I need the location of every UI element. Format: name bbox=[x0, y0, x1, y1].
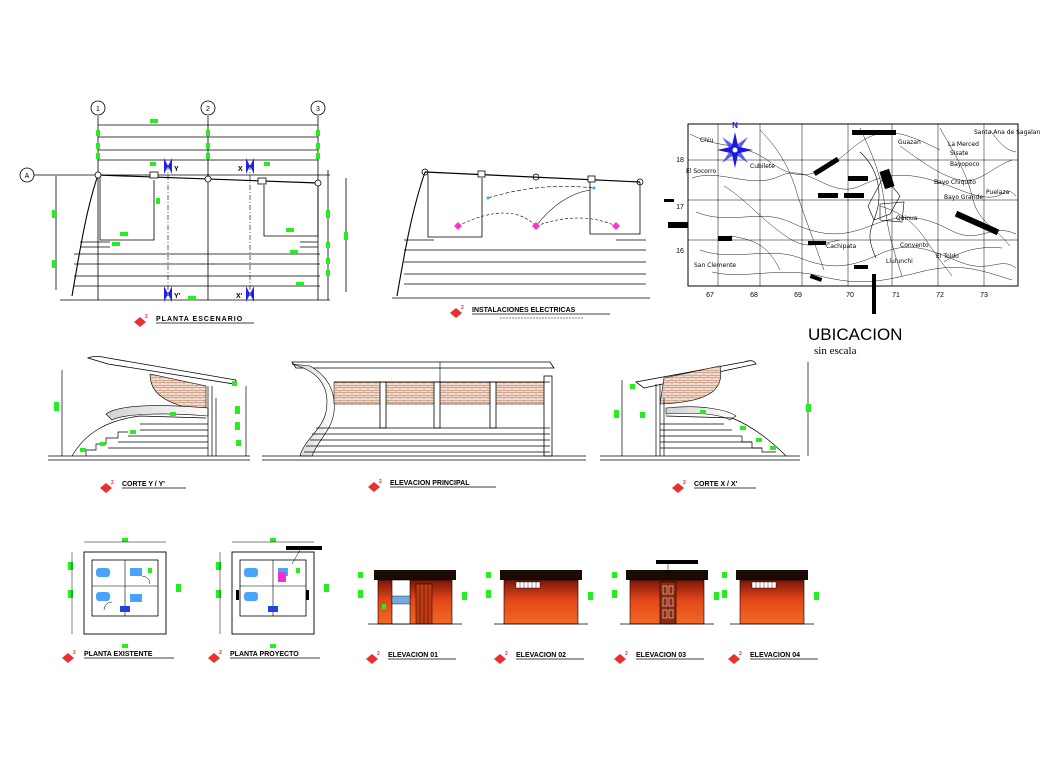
place-san-clemente: San Clemente bbox=[694, 262, 736, 269]
title-stage-plan-text: PLANTA ESCENARIO bbox=[156, 316, 243, 323]
place-guazan: Guazan bbox=[898, 139, 921, 146]
svg-text:2: 2 bbox=[145, 314, 148, 320]
svg-text:2: 2 bbox=[683, 480, 686, 486]
lamp-markers bbox=[454, 222, 620, 230]
section-yy bbox=[48, 356, 250, 461]
place-puelaza: Puelaza bbox=[986, 189, 1010, 196]
title-elevation-04: 2 ELEVACION 04 bbox=[728, 651, 818, 664]
svg-text:2: 2 bbox=[379, 479, 382, 485]
place-bayo-grande: Bayo Grande bbox=[944, 194, 983, 201]
grid-label-a: A bbox=[25, 173, 30, 180]
section-mark-x: X bbox=[238, 166, 243, 173]
title-section-xx: 2 CORTE X / X' bbox=[672, 480, 756, 493]
plan-project bbox=[216, 538, 329, 648]
map-y-tick-17: 17 bbox=[676, 204, 684, 211]
title-section-yy-text: CORTE Y / Y' bbox=[122, 481, 165, 488]
title-main-elevation: 2 ELEVACION PRINCIPAL bbox=[368, 479, 496, 492]
map-x-tick-69: 69 bbox=[794, 292, 802, 299]
grid-label-1: 1 bbox=[96, 106, 100, 113]
title-electrical: 2 INSTALACIONES ELECTRICAS bbox=[450, 305, 610, 319]
place-cubilete: Cubilete bbox=[750, 163, 775, 170]
location-title: UBICACION bbox=[808, 325, 902, 344]
map-x-tick-72: 72 bbox=[936, 292, 944, 299]
svg-text:2: 2 bbox=[505, 651, 508, 657]
place-sisate: Sisate bbox=[950, 150, 969, 157]
north-star-icon bbox=[717, 132, 753, 168]
elevation-02 bbox=[486, 570, 593, 625]
grid-bubble-1 bbox=[90, 100, 106, 116]
grid-label-3: 3 bbox=[316, 106, 320, 113]
place-el-socorro: El Socorro bbox=[686, 168, 717, 175]
map-x-tick-68: 68 bbox=[750, 292, 758, 299]
svg-text:2: 2 bbox=[625, 651, 628, 657]
elevation-01 bbox=[358, 570, 467, 625]
title-section-xx-text: CORTE X / X' bbox=[694, 481, 738, 488]
place-bayopoco: Bayopoco bbox=[950, 161, 980, 168]
place-cachipata: Cachipata bbox=[826, 243, 856, 250]
north-label: N bbox=[732, 121, 738, 130]
section-mark-y-prime: Y' bbox=[174, 293, 181, 300]
place-llulunchi: Llulunchi bbox=[886, 258, 913, 265]
location-map: N Chiu El Socorro Cubilete Guazan Santa … bbox=[664, 121, 1040, 357]
section-mark-y: Y bbox=[174, 166, 179, 173]
title-plan-existing-text: PLANTA EXISTENTE bbox=[84, 651, 153, 658]
map-x-tick-71: 71 bbox=[892, 292, 900, 299]
title-elevation-01: 2 ELEVACION 01 bbox=[366, 651, 456, 664]
title-elevation-03-text: ELEVACION 03 bbox=[636, 652, 686, 659]
place-el-toldo: El Toldo bbox=[936, 253, 959, 260]
place-santa-ana: Santa Ana de Sagalan bbox=[974, 129, 1040, 136]
title-electrical-text: INSTALACIONES ELECTRICAS bbox=[472, 307, 576, 314]
title-elevation-04-text: ELEVACION 04 bbox=[750, 652, 800, 659]
svg-text:2: 2 bbox=[739, 651, 742, 657]
title-stage-plan: 2 PLANTA ESCENARIO bbox=[134, 314, 254, 327]
place-bayo-chico: Bayo Chiquito bbox=[934, 179, 976, 186]
dimension-markers bbox=[52, 119, 348, 300]
place-chiu: Chiu bbox=[700, 137, 714, 144]
map-x-tick-67: 67 bbox=[706, 292, 714, 299]
elevation-03 bbox=[612, 560, 719, 625]
title-plan-project: 2 PLANTA PROYECTO bbox=[208, 650, 320, 663]
place-quinua: Quinua bbox=[896, 215, 918, 222]
map-x-tick-70: 70 bbox=[846, 292, 854, 299]
place-la-merced: La Merced bbox=[948, 141, 979, 148]
plan-existing bbox=[68, 538, 181, 648]
svg-text:2: 2 bbox=[461, 305, 464, 311]
main-elevation bbox=[262, 361, 586, 461]
svg-text:2: 2 bbox=[73, 650, 76, 656]
title-main-elevation-text: ELEVACION PRINCIPAL bbox=[390, 480, 470, 487]
title-plan-existing: 2 PLANTA EXISTENTE bbox=[62, 650, 174, 663]
place-convento: Convento bbox=[900, 242, 929, 249]
elevation-04 bbox=[722, 570, 819, 625]
grid-bubble-3 bbox=[310, 100, 326, 116]
svg-text:2: 2 bbox=[219, 650, 222, 656]
grid-bubble-2 bbox=[200, 100, 216, 116]
title-elevation-03: 2 ELEVACION 03 bbox=[614, 651, 704, 664]
title-elevation-01-text: ELEVACION 01 bbox=[388, 652, 438, 659]
section-xx bbox=[600, 360, 811, 461]
title-elevation-02-text: ELEVACION 02 bbox=[516, 652, 566, 659]
map-x-tick-73: 73 bbox=[980, 292, 988, 299]
grid-bubble-a bbox=[19, 167, 35, 183]
svg-text:2: 2 bbox=[111, 480, 114, 486]
map-y-tick-18: 18 bbox=[676, 157, 684, 164]
location-scale-note: sin escala bbox=[814, 345, 857, 357]
svg-text:2: 2 bbox=[377, 651, 380, 657]
title-elevation-02: 2 ELEVACION 02 bbox=[494, 651, 584, 664]
section-mark-x-prime: X' bbox=[236, 293, 243, 300]
electrical-plan bbox=[392, 168, 650, 299]
stage-plan: 1 2 3 A Y X Y' X' bbox=[19, 100, 348, 302]
grid-label-2: 2 bbox=[206, 106, 210, 113]
map-y-tick-16: 16 bbox=[676, 248, 684, 255]
title-section-yy: 2 CORTE Y / Y' bbox=[100, 480, 186, 493]
title-plan-project-text: PLANTA PROYECTO bbox=[230, 651, 299, 658]
